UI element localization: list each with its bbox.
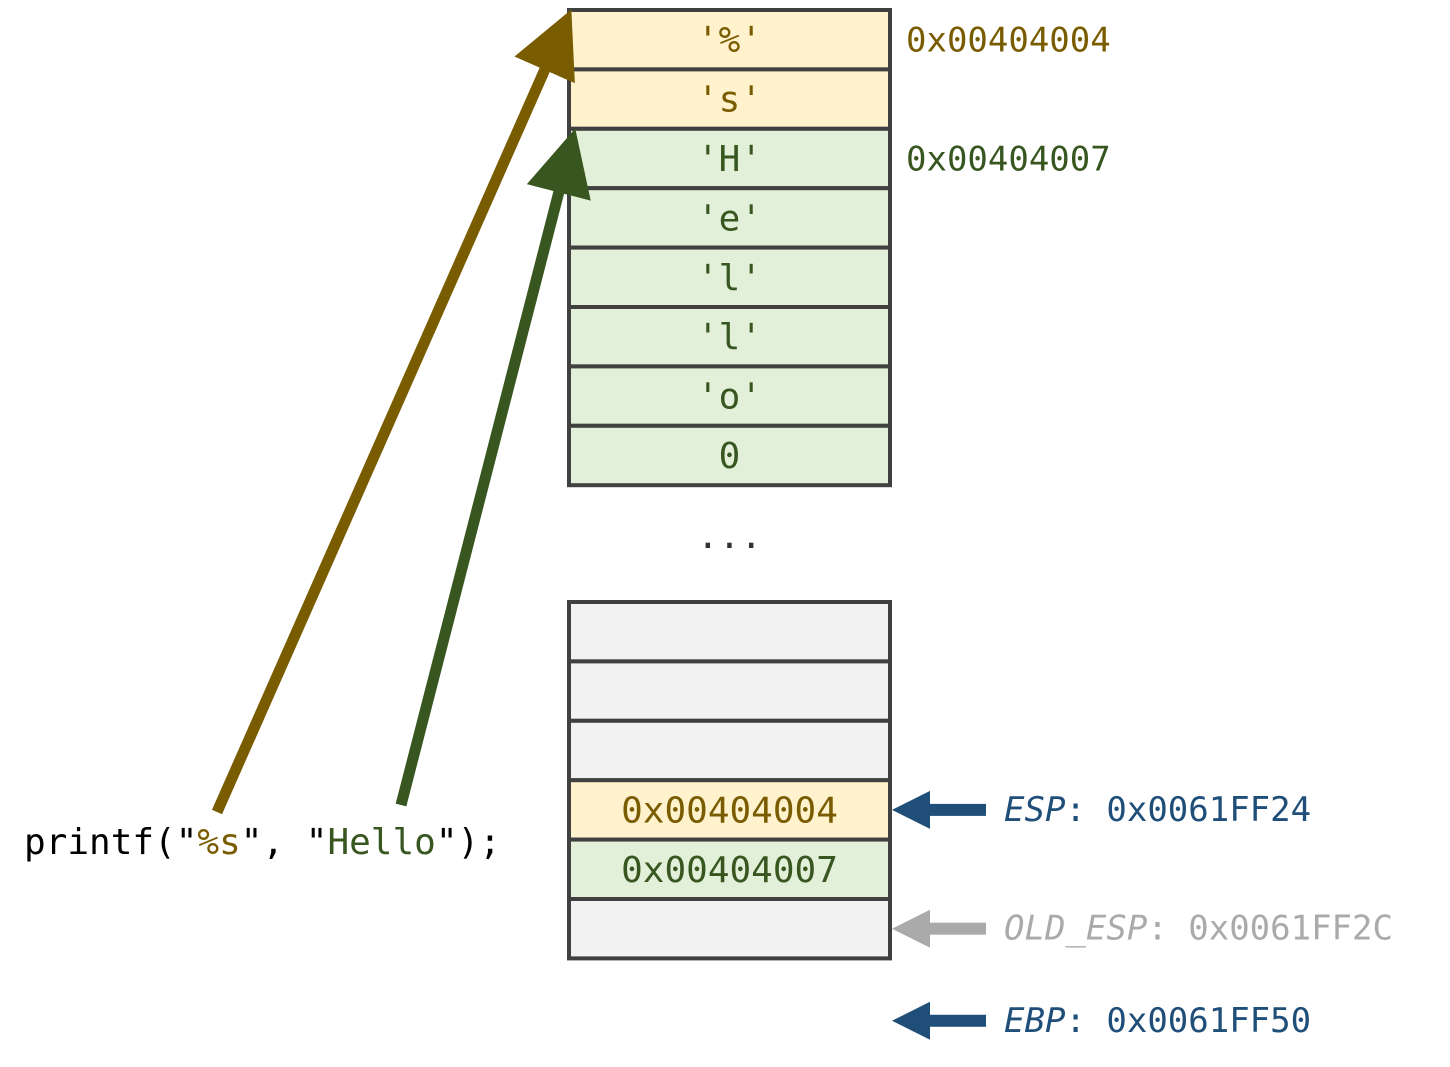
register-label-old_esp: OLD_ESP: 0x0061FF2C — [1004, 909, 1393, 949]
string-cell-value-6: 'o' — [697, 377, 762, 418]
code-part-format: %s — [197, 822, 240, 863]
register-arrow-old_esp — [892, 909, 986, 948]
printf-call-code: printf("%s", "Hello"); — [24, 822, 501, 863]
register-value: 0x0061FF50 — [1106, 1001, 1311, 1041]
string-memory-block: '%' 's' 'H' 'e' 'l' 'l' 'o' 0 — [567, 8, 892, 488]
register-name: ESP — [1004, 790, 1065, 830]
register-name: EBP — [1004, 1001, 1065, 1041]
string-cell-value-4: 'l' — [697, 258, 762, 299]
code-part-syntax-2: ", " — [241, 822, 328, 863]
code-part-syntax-0: printf(" — [24, 822, 197, 863]
pointer-arrow-format — [211, 9, 575, 815]
address-label-0: 0x00404004 — [906, 21, 1111, 61]
string-cell-3 — [567, 186, 892, 250]
register-arrow-ebp — [892, 1001, 986, 1040]
stack-memory-block: 0x00404004 0x00404007 — [567, 600, 892, 961]
address-label-1: 0x00404007 — [906, 140, 1111, 180]
register-separator: : — [1065, 1001, 1085, 1041]
memory-ellipsis: ... — [697, 516, 762, 557]
pointer-arrows — [211, 9, 591, 815]
stack-cell-2 — [567, 718, 892, 783]
string-cell-value-7: 0 — [719, 436, 741, 477]
register-separator: : — [1065, 790, 1085, 830]
string-cell-7 — [567, 423, 892, 488]
stack-cell-value-4: 0x00404007 — [621, 850, 838, 891]
register-separator: : — [1147, 909, 1167, 949]
code-part-hello: Hello — [327, 822, 435, 863]
stack-cell-0 — [567, 600, 892, 664]
string-cell-value-0: '%' — [697, 20, 762, 61]
register-name: OLD_ESP — [1004, 909, 1147, 949]
register-value: 0x0061FF2C — [1188, 909, 1393, 949]
stack-cell-1 — [567, 659, 892, 723]
string-addresses: 0x00404004 0x00404007 — [906, 21, 1111, 180]
register-value: 0x0061FF24 — [1106, 790, 1311, 830]
pointer-arrow-hello — [395, 128, 591, 807]
string-cell-value-1: 's' — [697, 80, 762, 121]
string-cell-value-2: 'H' — [697, 139, 762, 180]
stack-cell-value-3: 0x00404004 — [621, 790, 838, 831]
register-arrow-esp — [892, 790, 986, 829]
stack-cell-4 — [567, 837, 892, 901]
string-cell-value-3: 'e' — [697, 198, 762, 239]
string-cell-value-5: 'l' — [697, 317, 762, 358]
stack-cell-5 — [567, 897, 892, 961]
string-cell-5 — [567, 305, 892, 369]
register-label-esp: ESP: 0x0061FF24 — [1004, 790, 1311, 830]
code-part-syntax-4: "); — [436, 822, 501, 863]
register-label-ebp: EBP: 0x0061FF50 — [1004, 1001, 1311, 1041]
